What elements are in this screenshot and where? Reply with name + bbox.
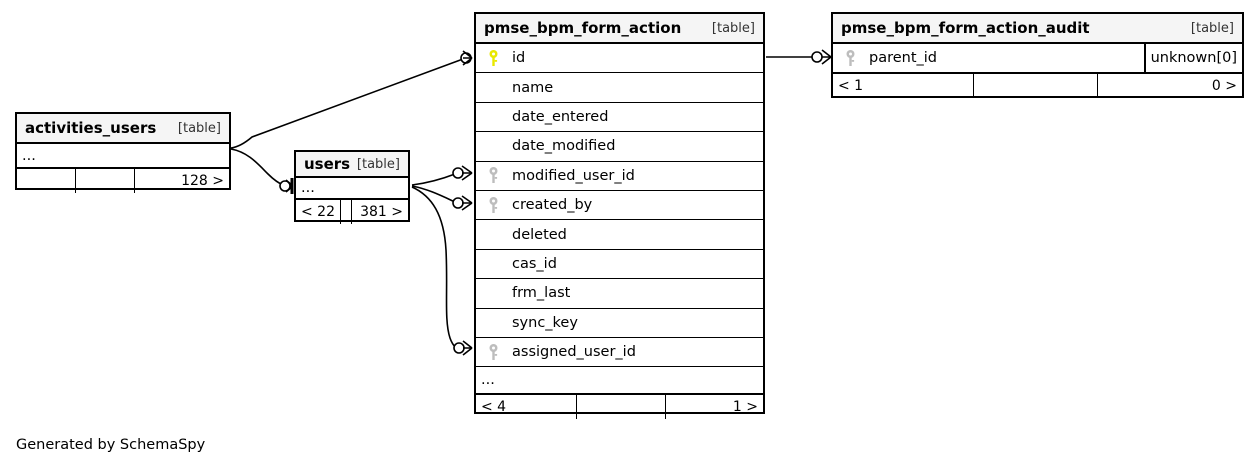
connector-circle-id — [460, 52, 472, 64]
table-row-parent-id[interactable]: parent_id unknown[0] — [833, 44, 1242, 74]
table-row-assigned-user-id[interactable]: assigned_user_id — [476, 338, 763, 368]
table-activities-users[interactable]: activities_users [table] ... 128 > — [15, 112, 231, 193]
generated-by-credit: Generated by SchemaSpy — [16, 437, 206, 453]
table-tag: [table] — [177, 120, 221, 136]
table-footer-audit: < 1 0 > — [833, 73, 1242, 99]
table-row-sync-key[interactable]: sync_key — [476, 309, 763, 338]
footer-child-count[interactable]: 381 > — [360, 204, 403, 220]
column-name: deleted — [512, 226, 567, 243]
primary-key-icon — [476, 49, 510, 67]
connector-circle-modified-user-id — [452, 167, 464, 179]
column-name: parent_id — [869, 50, 938, 67]
table-title: pmse_bpm_form_action_audit — [841, 19, 1090, 37]
table-row-date-entered[interactable]: date_entered — [476, 103, 763, 133]
column-name: sync_key — [512, 314, 578, 331]
footer-parent-count[interactable]: < 4 — [481, 399, 507, 416]
more-columns-row: ... — [476, 367, 763, 395]
table-title: users — [304, 155, 351, 173]
crowfoot-assigned-user-id — [462, 340, 473, 356]
table-row-id[interactable]: id — [476, 44, 763, 74]
table-row-name[interactable]: name — [476, 73, 763, 103]
edge-activities-users-to-id — [230, 58, 464, 149]
table-header-activities-users: activities_users [table] — [17, 114, 229, 144]
column-name: created_by — [512, 197, 593, 214]
table-header-audit: pmse_bpm_form_action_audit [table] — [833, 14, 1242, 44]
table-header-users: users [table] — [296, 152, 408, 178]
edge-users-to-modified-user-id — [411, 173, 456, 186]
column-name: cas_id — [512, 255, 557, 272]
table-footer-pmse-bpm-form-action: < 4 1 > — [476, 394, 763, 420]
crowfoot-modified-user-id — [461, 165, 473, 181]
table-tag: [table] — [356, 156, 400, 172]
table-row-frm-last[interactable]: frm_last — [476, 279, 763, 309]
column-name: assigned_user_id — [512, 344, 636, 361]
table-tag: [table] — [711, 20, 755, 36]
foreign-key-icon — [476, 167, 510, 184]
more-columns-row: ... — [17, 144, 229, 168]
footer-child-count[interactable]: 128 > — [181, 173, 224, 189]
crowfoot-id — [462, 50, 473, 66]
table-footer-activities-users: 128 > — [17, 168, 229, 193]
crowfoot-created-by — [461, 195, 473, 211]
edge-activities-users-to-users — [230, 148, 286, 187]
table-header-pmse-bpm-form-action: pmse_bpm_form_action [table] — [476, 14, 763, 44]
connector-circle-assigned-user-id — [453, 342, 465, 354]
footer-parent-count[interactable] — [17, 169, 75, 193]
edge-users-to-created-by — [411, 185, 456, 203]
column-name: name — [512, 79, 554, 96]
column-name: frm_last — [512, 285, 571, 302]
edge-users-to-assigned-user-id — [411, 186, 457, 349]
table-title: activities_users — [25, 119, 157, 137]
column-name: date_modified — [512, 138, 616, 155]
footer-parent-count[interactable]: < 1 — [838, 78, 864, 95]
footer-parent-count[interactable]: < 22 — [301, 204, 335, 220]
footer-middle — [75, 169, 135, 193]
foreign-key-icon — [833, 49, 867, 67]
table-row-deleted[interactable]: deleted — [476, 220, 763, 250]
connector-circle-users-left — [279, 180, 291, 192]
crowfoot-users-left — [285, 179, 294, 193]
table-row-cas-id[interactable]: cas_id — [476, 250, 763, 280]
table-row-created-by[interactable]: created_by — [476, 191, 763, 221]
table-users[interactable]: users [table] ... < 22 381 > — [294, 150, 410, 224]
footer-middle — [973, 74, 1098, 99]
footer-middle — [576, 395, 666, 420]
more-columns-row: ... — [296, 178, 408, 199]
table-row-modified-user-id[interactable]: modified_user_id — [476, 162, 763, 191]
table-pmse-bpm-form-action-audit[interactable]: pmse_bpm_form_action_audit [table] paren… — [831, 12, 1244, 99]
connector-circle-audit — [811, 51, 823, 63]
table-tag: [table] — [1190, 20, 1234, 36]
connector-circle-created-by — [452, 197, 464, 209]
footer-child-count[interactable]: 1 > — [732, 399, 758, 416]
table-row-date-modified[interactable]: date_modified — [476, 132, 763, 162]
table-pmse-bpm-form-action[interactable]: pmse_bpm_form_action [table] id name dat… — [474, 12, 765, 420]
column-name: date_entered — [512, 108, 609, 125]
foreign-key-icon — [476, 196, 510, 214]
foreign-key-icon — [476, 343, 510, 361]
table-footer-users: < 22 381 > — [296, 199, 408, 224]
crowfoot-audit-parent-id — [821, 49, 832, 65]
footer-middle — [340, 200, 352, 224]
table-title: pmse_bpm_form_action — [484, 19, 682, 37]
footer-child-count[interactable]: 0 > — [1211, 78, 1237, 95]
column-name: modified_user_id — [512, 167, 635, 184]
column-name: id — [512, 50, 526, 67]
column-type: unknown[0] — [1143, 44, 1242, 73]
